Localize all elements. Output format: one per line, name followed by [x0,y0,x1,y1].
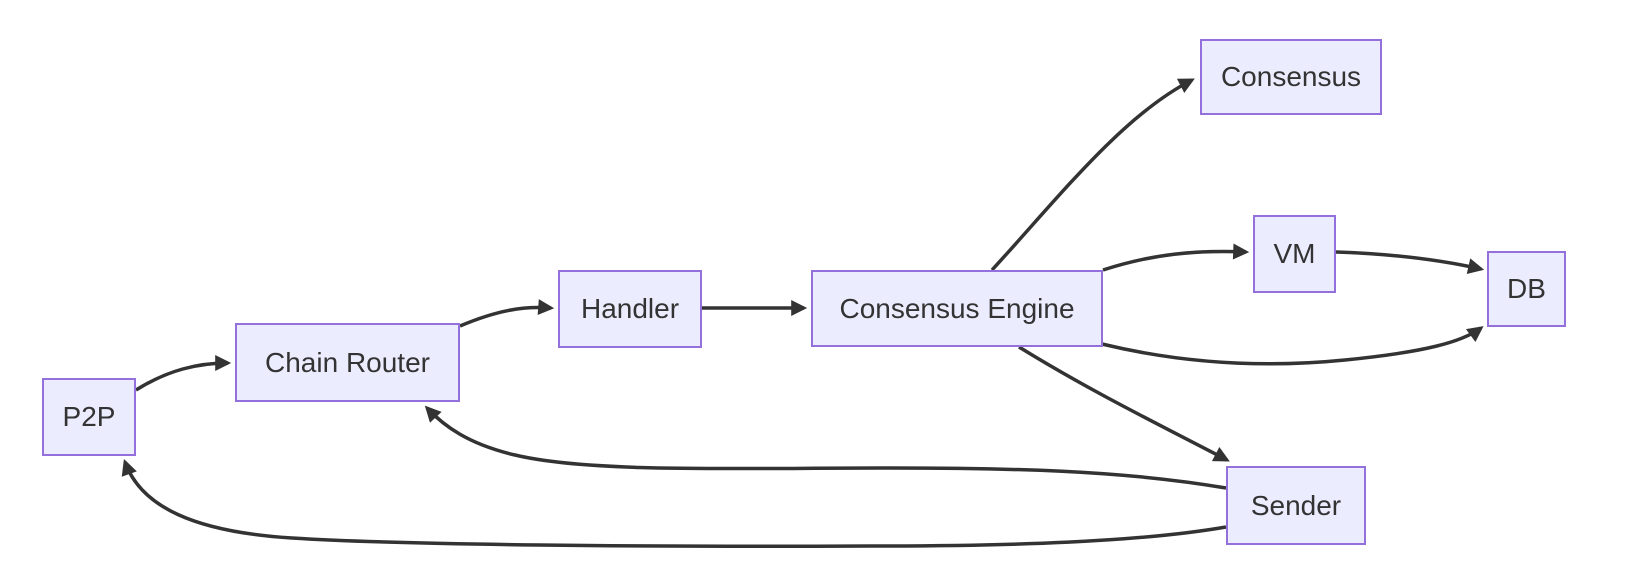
node-chain-router: Chain Router [235,323,460,402]
edge-p2p-to-chain-router [135,355,232,392]
node-consensus-engine: Consensus Engine [811,270,1103,347]
node-handler: Handler [558,270,702,348]
node-consensus-label: Consensus [1220,61,1362,92]
node-sender: Sender [1226,466,1366,545]
edge-vm-to-db [1335,250,1485,274]
edge-consensus-engine-to-sender [1018,345,1230,462]
edge-chain-router-to-handler [459,299,555,328]
node-db-label: DB [1507,273,1546,304]
node-consensus: Consensus [1200,39,1382,115]
node-db: DB [1487,251,1566,327]
edge-sender-to-chain-router [424,405,1227,490]
edge-consensus-engine-to-db [1101,326,1484,366]
node-p2p-label: P2P [62,401,116,432]
edge-consensus-engine-to-vm [1102,243,1250,272]
node-vm: VM [1253,215,1336,293]
node-p2p: P2P [42,378,136,456]
edge-sender-to-p2p [121,458,1227,548]
node-handler-label: Handler [580,293,680,324]
node-sender-label: Sender [1250,489,1342,521]
edge-consensus-engine-to-consensus [990,78,1195,272]
node-vm-label: VM [1273,238,1316,269]
node-chain-router-label: Chain Router [265,346,430,378]
node-consensus-engine-label: Consensus Engine [839,292,1075,324]
